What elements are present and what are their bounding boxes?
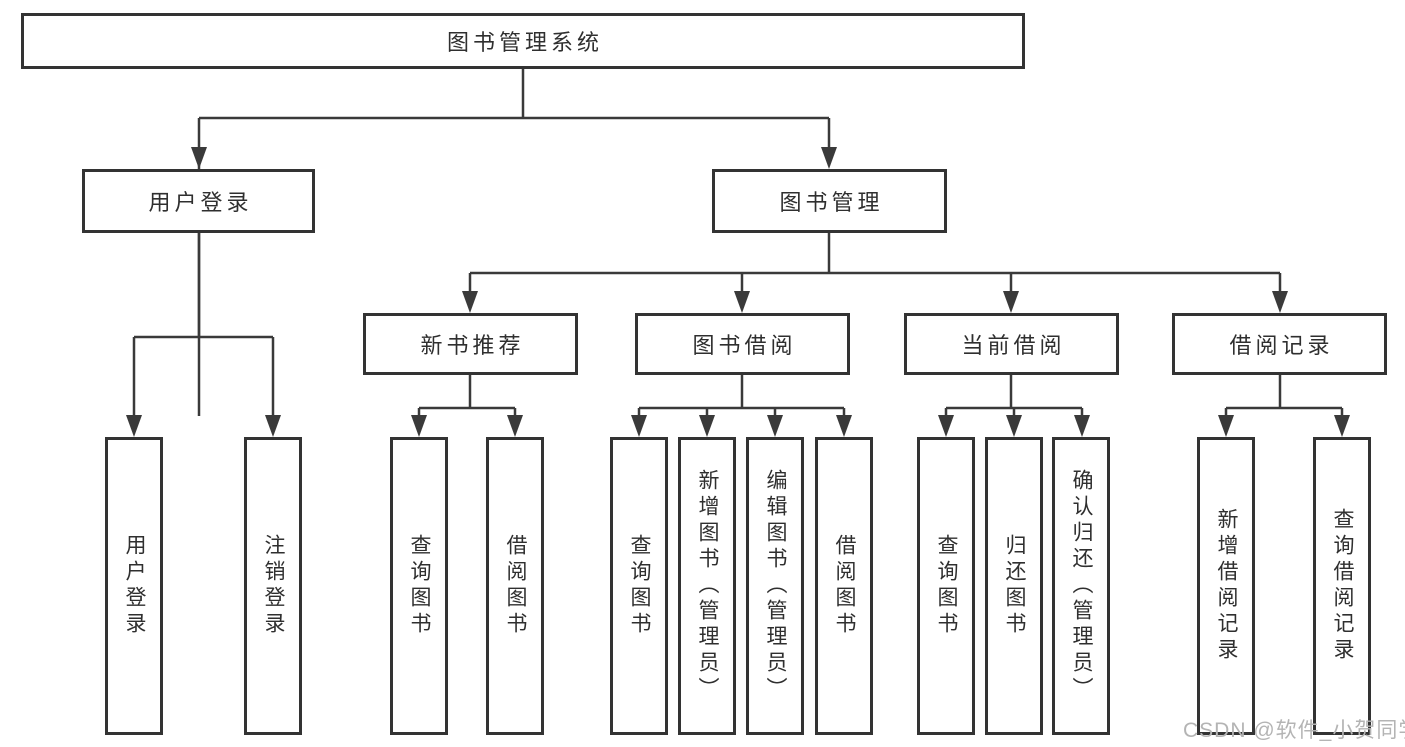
node-user-login: 用户登录 (82, 169, 315, 233)
leaf-current-query-books-label: 查询图书 (935, 534, 958, 638)
leaf-borrow-query-books: 查询图书 (610, 437, 668, 735)
leaf-newbook-query-books-label: 查询图书 (408, 534, 431, 638)
arrow-icon (1003, 291, 1019, 313)
node-current-borrow: 当前借阅 (904, 313, 1119, 375)
node-new-book-recommend-label: 新书推荐 (420, 333, 525, 358)
leaf-newbook-query-books: 查询图书 (390, 437, 448, 735)
node-book-mgmt: 图书管理 (712, 169, 947, 233)
leaf-add-borrow-record: 新增借阅记录 (1197, 437, 1255, 735)
leaf-add-books-admin-label: 新增图书（管理员） (696, 469, 719, 703)
arrow-icon (411, 415, 427, 437)
node-borrow-record-label: 借阅记录 (1229, 333, 1334, 358)
leaf-borrow-books: 借阅图书 (815, 437, 873, 735)
connector-book-borrow-to-leaves (637, 375, 846, 416)
arrow-icon (126, 415, 142, 437)
leaf-query-borrow-record-label: 查询借阅记录 (1331, 508, 1354, 664)
leaf-edit-books-admin: 编辑图书（管理员） (746, 437, 804, 735)
arrow-icon (836, 415, 852, 437)
arrow-icon (1334, 415, 1350, 437)
arrow-icon (821, 147, 837, 169)
leaf-confirm-return-admin-label: 确认归还（管理员） (1070, 469, 1093, 703)
connector-new-book-to-leaves (417, 375, 517, 416)
leaf-query-borrow-record: 查询借阅记录 (1313, 437, 1371, 735)
arrow-icon (507, 415, 523, 437)
node-root: 图书管理系统 (21, 13, 1025, 69)
connector-borrow-record-to-leaves (1224, 375, 1344, 416)
connector-root-to-level2 (197, 69, 831, 416)
connector-current-borrow-to-leaves (944, 375, 1084, 416)
leaf-return-books: 归还图书 (985, 437, 1043, 735)
node-current-borrow-label: 当前借阅 (961, 333, 1066, 358)
leaf-user-login-label: 用户登录 (123, 534, 146, 638)
node-borrow-record: 借阅记录 (1172, 313, 1387, 375)
leaf-newbook-borrow-books: 借阅图书 (486, 437, 544, 735)
arrow-icon (938, 415, 954, 437)
leaf-user-login: 用户登录 (105, 437, 163, 735)
leaf-confirm-return-admin: 确认归还（管理员） (1052, 437, 1110, 735)
arrow-icon (191, 147, 207, 169)
arrowheads (126, 147, 1350, 437)
leaf-add-borrow-record-label: 新增借阅记录 (1215, 508, 1238, 664)
arrow-icon (265, 415, 281, 437)
node-book-borrow: 图书借阅 (635, 313, 850, 375)
arrow-icon (1272, 291, 1288, 313)
leaf-borrow-books-label: 借阅图书 (833, 534, 856, 638)
node-root-label: 图书管理系统 (446, 30, 603, 55)
leaf-return-books-label: 归还图书 (1003, 534, 1026, 638)
node-new-book-recommend: 新书推荐 (363, 313, 578, 375)
arrow-icon (631, 415, 647, 437)
arrow-icon (767, 415, 783, 437)
leaf-borrow-query-books-label: 查询图书 (628, 534, 651, 638)
leaf-newbook-borrow-books-label: 借阅图书 (504, 534, 527, 638)
connector-book-mgmt-to-level3 (468, 233, 1282, 292)
leaf-logout: 注销登录 (244, 437, 302, 735)
arrow-icon (734, 291, 750, 313)
leaf-add-books-admin: 新增图书（管理员） (678, 437, 736, 735)
arrow-icon (462, 291, 478, 313)
leaf-edit-books-admin-label: 编辑图书（管理员） (764, 469, 787, 703)
leaf-logout-label: 注销登录 (262, 534, 285, 638)
csdn-watermark: CSDN @软件_小贺同学 (1183, 719, 1405, 742)
arrow-icon (699, 415, 715, 437)
node-book-borrow-label: 图书借阅 (692, 333, 797, 358)
arrow-icon (1074, 415, 1090, 437)
node-book-mgmt-label: 图书管理 (779, 190, 884, 215)
node-user-login-label: 用户登录 (148, 190, 253, 215)
arrow-icon (1218, 415, 1234, 437)
leaf-current-query-books: 查询图书 (917, 437, 975, 735)
connector-user-login-to-leaves (132, 233, 275, 416)
arrow-icon (1006, 415, 1022, 437)
